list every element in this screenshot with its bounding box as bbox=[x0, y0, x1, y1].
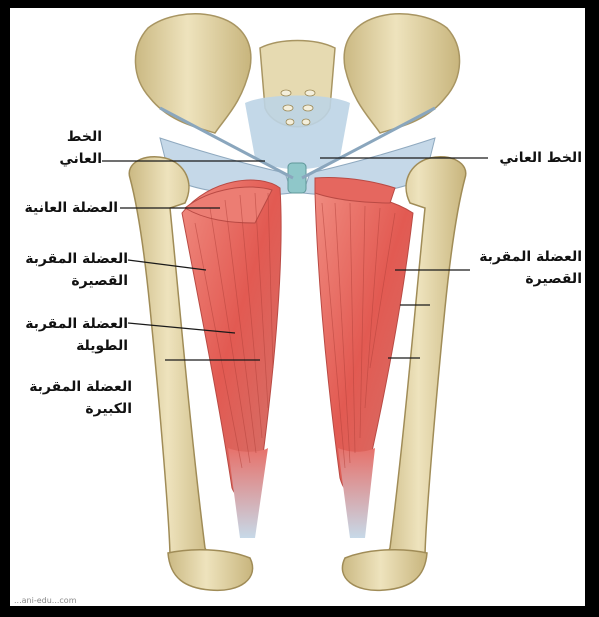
diagram-canvas: الخط العاني العضلة العانية العضلة المقرب… bbox=[10, 8, 585, 606]
right-ilium bbox=[344, 14, 459, 133]
label-right-pubic-line: الخط العاني bbox=[488, 147, 582, 169]
label-left-pubic-line: الخط العاني bbox=[14, 126, 102, 170]
watermark: ...ani-edu...com bbox=[14, 596, 77, 605]
label-left-pectineus: العضلة العانية bbox=[10, 197, 118, 219]
right-distal-tendon bbox=[338, 448, 375, 538]
label-left-adductor-brevis: العضلة المقربة القصيرة bbox=[10, 248, 128, 292]
pelvis bbox=[135, 14, 459, 195]
label-left-adductor-magnus: العضلة المقربة الكبيرة bbox=[10, 376, 132, 420]
hip-adductor-illustration bbox=[10, 8, 585, 606]
label-left-adductor-longus: العضلة المقربة الطويلة bbox=[10, 313, 128, 357]
label-right-adductor-brevis: العضلة المقربة القصيرة bbox=[470, 246, 582, 290]
left-ilium bbox=[135, 14, 250, 133]
left-distal-tendon bbox=[228, 448, 268, 538]
